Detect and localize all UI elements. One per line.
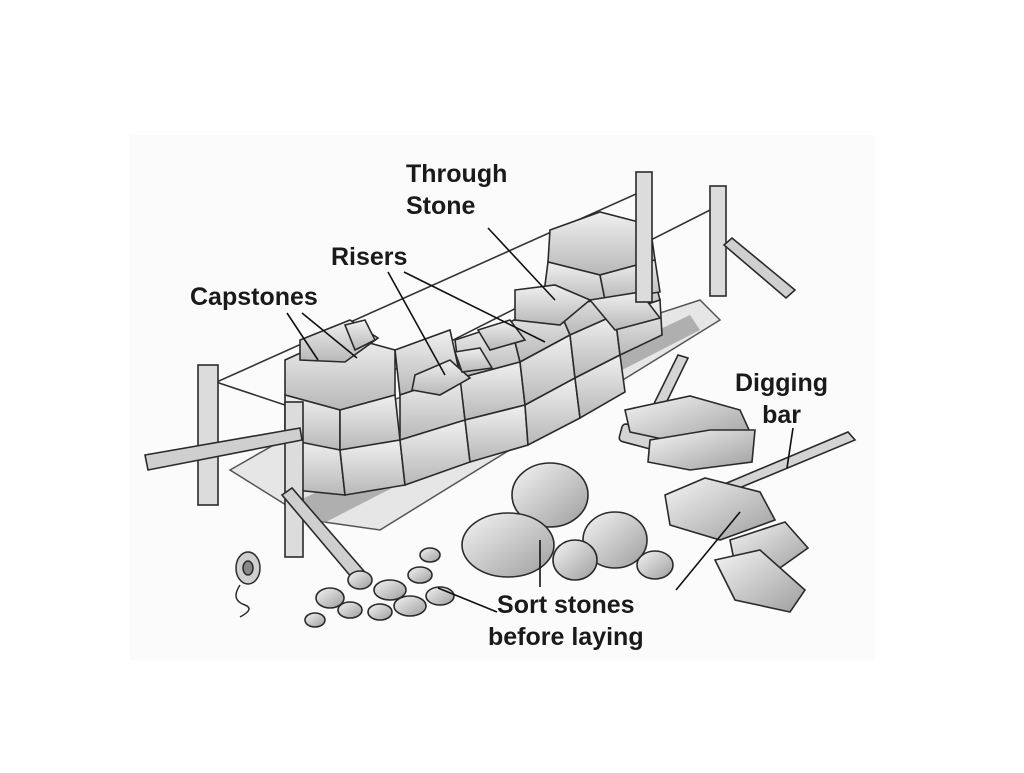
small-stone [337, 601, 363, 619]
sort-stones-label: Sort stones before laying [488, 589, 644, 653]
small-stone [347, 570, 373, 590]
post-front [284, 401, 304, 558]
through-stone-label-line1: Through [406, 160, 508, 188]
through-stone-label: Through Stone [406, 158, 507, 222]
dry-stone-wall [284, 211, 663, 496]
sort-stones-leader-3 [437, 587, 498, 613]
post-back-1 [635, 171, 653, 303]
capstones-leader-1 [286, 312, 319, 361]
small-stone [367, 603, 393, 621]
risers-leader-2 [403, 271, 546, 343]
capstones-leader-2 [301, 312, 358, 359]
wall-stone [343, 319, 377, 352]
through-stone-leader [487, 227, 556, 301]
sort-stones-leader-2 [675, 511, 741, 591]
flat-stone [647, 429, 756, 471]
riser-stone [476, 319, 527, 351]
capstones-label-text: Capstones [190, 283, 318, 311]
boulder [636, 550, 674, 580]
digging-bar-label: Digging bar [735, 367, 828, 431]
brace-left [144, 427, 303, 471]
riser-stone [453, 347, 494, 373]
stone-piles [304, 395, 810, 628]
through-stone-label-line2: Stone [406, 192, 476, 220]
flat-stone [713, 549, 807, 613]
sort-stones-label-line1: Sort stones [497, 591, 635, 619]
small-stone [407, 566, 433, 584]
digging-bar-label-line1: Digging [735, 369, 829, 397]
boulder [582, 511, 648, 569]
boulder [552, 539, 598, 581]
flat-stone [664, 477, 777, 541]
through-stone-block [514, 284, 592, 326]
boulder [511, 462, 589, 528]
small-stone [315, 587, 345, 609]
small-stone [393, 595, 427, 617]
riser-stone [411, 359, 472, 396]
risers-label: Risers [331, 241, 407, 273]
brace-back [722, 236, 797, 300]
boulder [461, 512, 555, 578]
label-leader-lines [286, 227, 794, 613]
sort-stones-label-line2: before laying [488, 623, 644, 651]
small-stone [425, 586, 455, 606]
wall-stone [574, 353, 626, 420]
small-stone [373, 579, 407, 601]
digging-bar-leader [786, 427, 794, 469]
post-left [197, 364, 219, 506]
wall-stone [339, 439, 406, 496]
risers-leader-1 [387, 271, 446, 376]
twine-spool [235, 551, 261, 618]
capstones-label: Capstones [190, 281, 318, 313]
wooden-posts [144, 171, 797, 587]
small-stone [419, 547, 441, 563]
risers-label-text: Risers [331, 243, 408, 271]
small-stone [304, 612, 326, 628]
digging-bar-label-line2: bar [762, 401, 801, 429]
post-back-2 [709, 185, 727, 297]
